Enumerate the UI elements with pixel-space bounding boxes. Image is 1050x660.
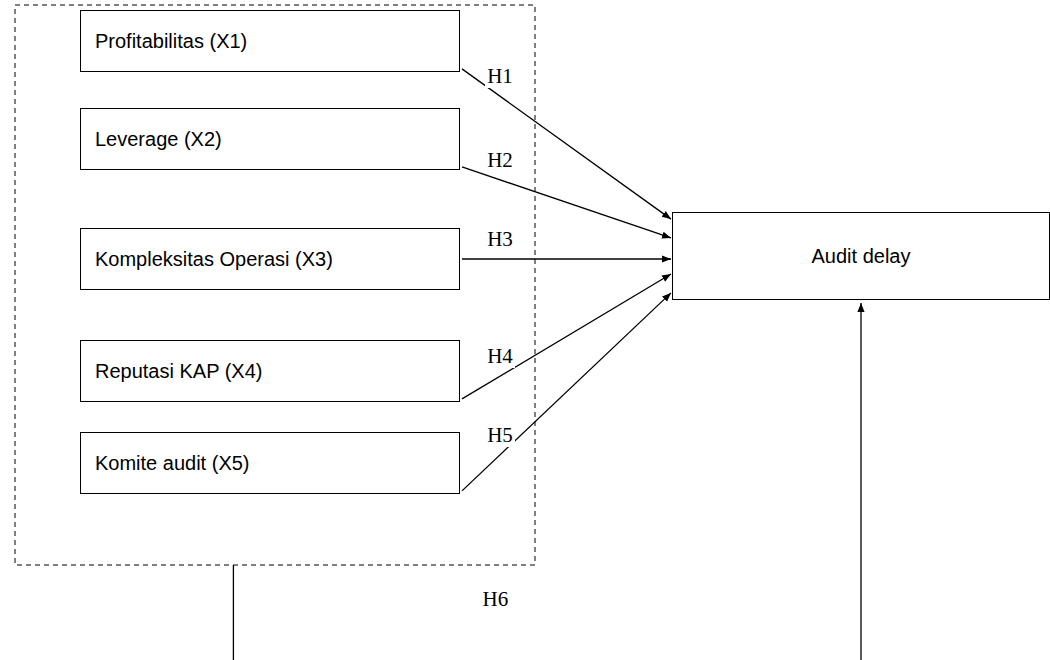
node-label: Audit delay <box>812 245 911 268</box>
variable-box: Komite audit (X5) <box>80 432 460 494</box>
variable-box: Profitabilitas (X1) <box>80 10 460 72</box>
hypothesis-label: H4 <box>485 345 515 368</box>
hypothesis-label: H5 <box>485 424 515 447</box>
hypothesis-label: H3 <box>485 228 515 251</box>
group-line <box>233 565 234 660</box>
group-box <box>15 5 535 565</box>
hypothesis-arrow <box>462 293 671 491</box>
variable-box: Kompleksitas Operasi (X3) <box>80 228 460 290</box>
hypothesis-label: H1 <box>485 65 515 88</box>
node-label: Leverage (X2) <box>95 128 222 151</box>
hypothesis-arrow <box>462 258 671 259</box>
node-label: Reputasi KAP (X4) <box>95 360 263 383</box>
hypothesis-arrow <box>462 69 671 219</box>
outcome-box: Audit delay <box>672 212 1050 300</box>
variable-box: Leverage (X2) <box>80 108 460 170</box>
node-label: Komite audit (X5) <box>95 452 250 475</box>
group-arrow <box>860 303 861 660</box>
hypothesis-arrow <box>462 274 671 399</box>
hypothesis-label: H6 <box>481 588 511 611</box>
node-label: Profitabilitas (X1) <box>95 30 247 53</box>
hypothesis-label: H2 <box>485 149 515 172</box>
variable-box: Reputasi KAP (X4) <box>80 340 460 402</box>
node-label: Kompleksitas Operasi (X3) <box>95 248 333 271</box>
